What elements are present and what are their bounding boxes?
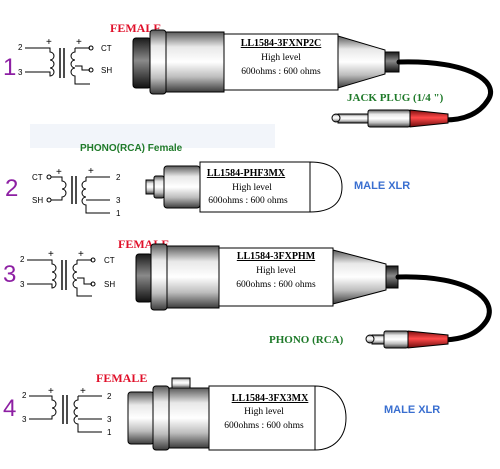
row-number: 2 [5, 175, 18, 202]
pin-label: 1 [107, 428, 112, 437]
pin-label: 2 [18, 43, 23, 52]
rca-plug [365, 330, 449, 349]
xlr-female-connector [132, 29, 400, 95]
row-1: 1 2 3 + + CT SH FEMALE LL1584-3FXNP2C [3, 21, 493, 128]
pin-label: CT [32, 173, 43, 182]
plug-label: JACK PLUG (1/4 ") [347, 92, 444, 104]
transformer-schematic: 2 3 + + CT SH [20, 249, 115, 297]
secondary-coil [73, 396, 102, 433]
impedance-label: 600ohms : 600 ohms [208, 196, 288, 206]
pin-label: 2 [116, 173, 121, 182]
pin-label: 3 [20, 280, 25, 289]
row-3: 3 2 3 + + CT SH FEMALE LL1584-3FXPHM [3, 237, 492, 349]
gender-label: FEMALE [110, 21, 161, 35]
transformer-schematic: 2 3 + + CT SH [18, 37, 112, 85]
side-label: MALE XLR [384, 404, 440, 416]
pin-label: 2 [107, 392, 112, 401]
label-band [30, 124, 275, 148]
impedance-label: 600ohms : 600 ohms [236, 280, 316, 290]
transformer-schematic: CT SH + + 2 3 1 [32, 166, 121, 218]
plug-label: PHONO (RCA) [269, 334, 344, 346]
gender-label: FEMALE [96, 371, 147, 385]
cable [396, 59, 493, 123]
impedance-label: 600ohms : 600 ohms [224, 421, 304, 431]
xlr-female-to-male-connector [127, 377, 347, 451]
primary-coil [51, 176, 67, 201]
model-label: LL1584-3FXPHM [237, 251, 316, 262]
pin-label: 3 [18, 68, 23, 77]
pin-label: 2 [20, 255, 25, 264]
polarity-plus: + [48, 249, 54, 260]
cable [395, 274, 492, 343]
level-label: High level [256, 266, 296, 276]
level-label: High level [244, 407, 284, 417]
polarity-plus: + [76, 37, 82, 48]
secondary-coil [72, 260, 92, 297]
xlr-female-connector [135, 243, 399, 311]
pin-label: SH [32, 196, 43, 205]
secondary-coil [70, 48, 90, 85]
polarity-plus: + [78, 249, 84, 260]
pin-label: 3 [116, 196, 121, 205]
row-2: 2 PHONO(RCA) Female CT SH + + 2 3 1 LL1 [5, 143, 410, 218]
transformer-schematic: 2 3 + + 2 3 1 [22, 386, 112, 437]
side-label: MALE XLR [354, 180, 410, 192]
pin-label: SH [101, 66, 112, 75]
top-label: PHONO(RCA) Female [80, 143, 183, 154]
row-number: 1 [3, 54, 16, 81]
primary-coil [25, 47, 55, 77]
pin-label: CT [101, 44, 112, 53]
model-label: LL1584-3FX3MX [232, 393, 309, 404]
row-number: 3 [3, 261, 16, 288]
model-label: LL1584-PHF3MX [207, 168, 286, 179]
polarity-plus: + [80, 386, 86, 397]
polarity-plus: + [56, 167, 62, 178]
pin-label: 3 [22, 415, 27, 424]
polarity-plus: + [88, 166, 94, 177]
level-label: High level [261, 53, 301, 63]
pin-label: 3 [107, 415, 112, 424]
secondary-coil [81, 177, 110, 214]
primary-coil [27, 259, 57, 289]
primary-coil [29, 395, 57, 420]
pin-label: CT [104, 256, 115, 265]
polarity-plus: + [48, 386, 54, 397]
pin-label: 2 [22, 391, 27, 400]
jack-plug [331, 109, 449, 128]
impedance-label: 600ohms : 600 ohms [241, 67, 321, 77]
row-number: 4 [3, 395, 16, 422]
pin-label: SH [104, 280, 115, 289]
polarity-plus: + [46, 37, 52, 48]
level-label: High level [232, 183, 272, 193]
rca-female-to-xlr-connector [145, 161, 343, 213]
model-label: LL1584-3FXNP2C [241, 38, 322, 49]
row-4: 4 2 3 + + 2 3 1 FEMALE LL1584-3FX3MX Hig… [3, 371, 440, 451]
pin-label: 1 [116, 209, 121, 218]
